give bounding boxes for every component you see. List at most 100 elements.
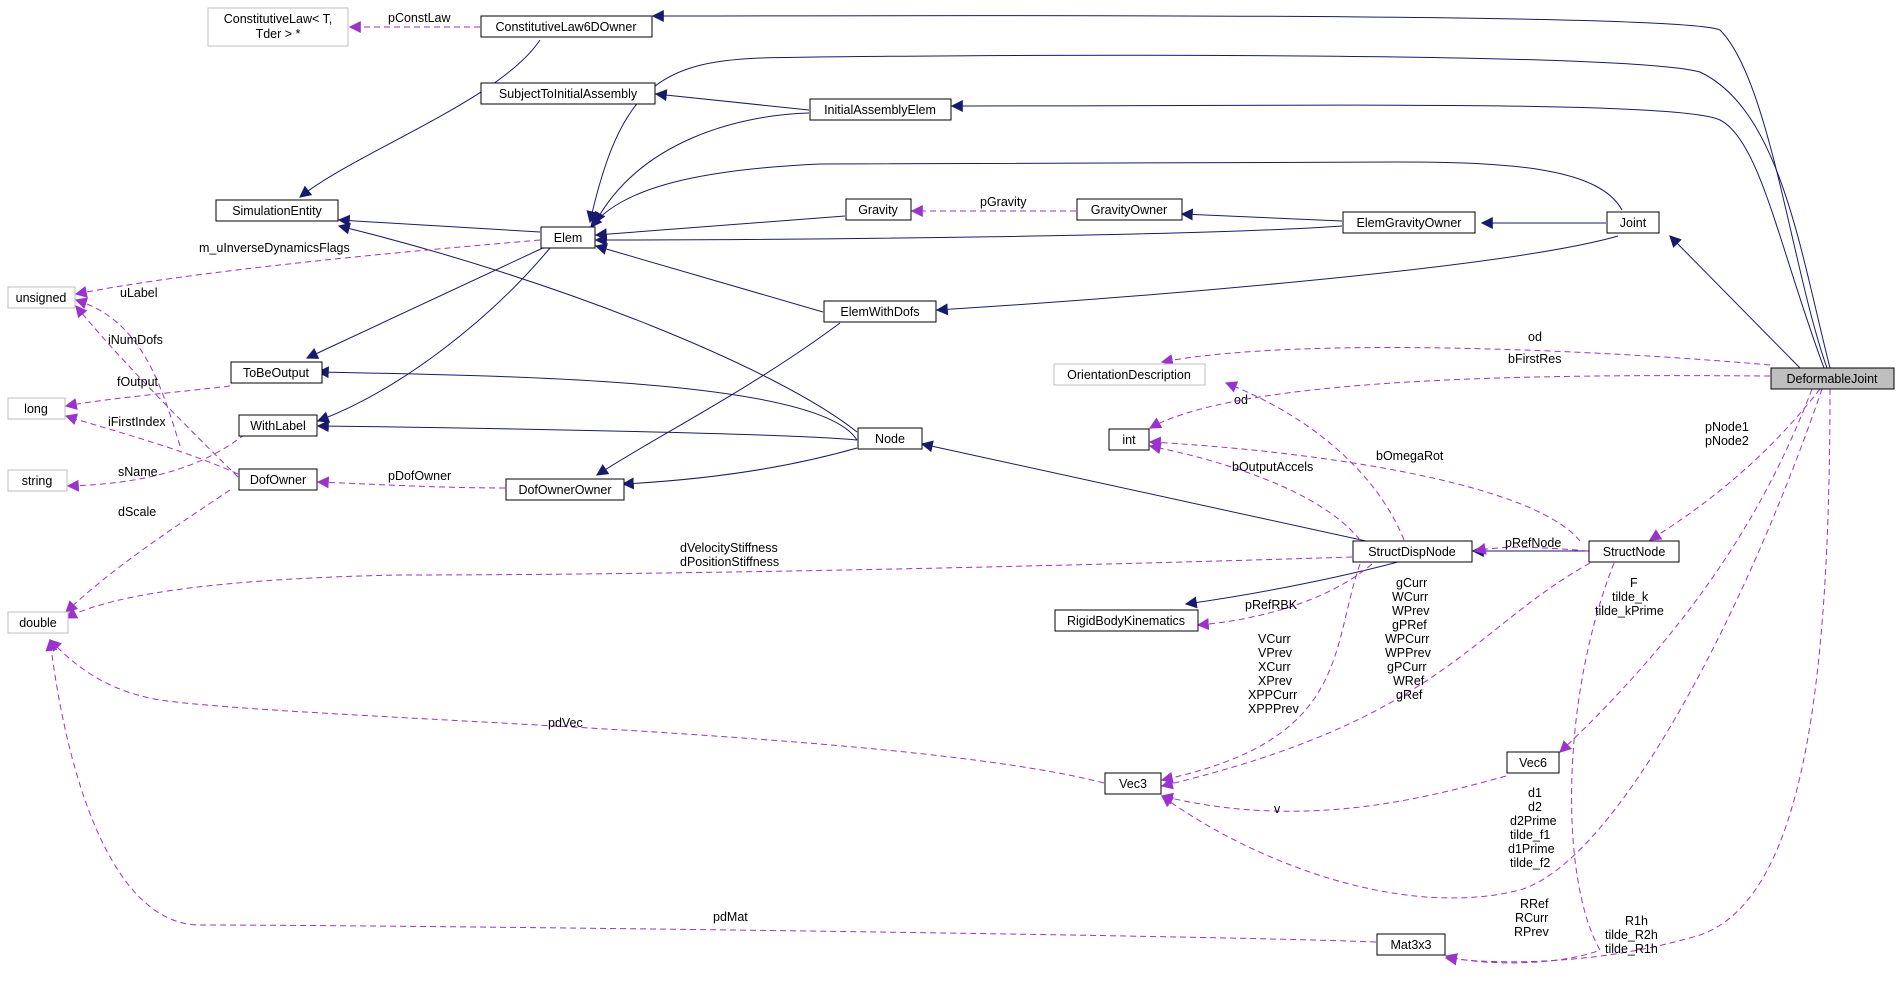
edge-ConstitutiveLaw6DOwner->DeformableJoint: [651, 9, 1828, 369]
edge-v: v: [1160, 775, 1507, 816]
edge-pdMat: pdMat: [45, 638, 1377, 943]
edge-label-tilde_R1h: tilde_R1h: [1605, 942, 1658, 956]
node-SubjectToInitialAssembly[interactable]: SubjectToInitialAssembly: [480, 82, 656, 105]
edge-label-bFirstRes: bFirstRes: [1508, 352, 1561, 366]
edge-fOutput: fOutput: [64, 375, 231, 410]
edge-Elem->Gravity: [594, 215, 846, 241]
edge-label-dPositionStiffness: dPositionStiffness: [680, 555, 779, 569]
edge-label-pDofOwner: pDofOwner: [388, 469, 451, 483]
edge-SimulationEntity->ConstitutiveLaw6DOwner: [299, 39, 541, 198]
node-long[interactable]: long: [7, 397, 66, 420]
edge-Elem->DeformableJoint: [586, 54, 1831, 369]
node-ConstitutiveLaw6DOwner[interactable]: ConstitutiveLaw6DOwner: [480, 15, 653, 38]
edge-label-tilde_f2: tilde_f2: [1510, 856, 1550, 870]
node-label: GravityOwner: [1091, 203, 1167, 217]
node-Vec6[interactable]: Vec6: [1506, 751, 1560, 774]
node-SimulationEntity[interactable]: SimulationEntity: [215, 199, 339, 222]
node-label: Elem: [554, 231, 582, 245]
edge-InitialAssemblyElem->DeformableJoint: [950, 99, 1825, 369]
node-Mat3x3[interactable]: Mat3x3: [1376, 933, 1446, 956]
node-OrientationDescription[interactable]: OrientationDescription: [1053, 363, 1206, 386]
node-StructNode[interactable]: StructNode: [1588, 540, 1680, 563]
edge-label-iFirstIndex: iFirstIndex: [108, 415, 166, 429]
node-Elem[interactable]: Elem: [540, 226, 596, 249]
node-RigidBodyKinematics[interactable]: RigidBodyKinematics: [1054, 609, 1199, 632]
node-InitialAssemblyElem[interactable]: InitialAssemblyElem: [809, 98, 952, 121]
node-Joint[interactable]: Joint: [1606, 211, 1660, 234]
edge-label-uLabel: uLabel: [120, 286, 158, 300]
edge-pGravity: pGravity: [910, 195, 1076, 217]
node-label: unsigned: [16, 291, 67, 305]
edge-label-tilde_k: tilde_k: [1612, 590, 1649, 604]
edge-label-F: F: [1630, 576, 1638, 590]
node-label: Mat3x3: [1391, 938, 1432, 952]
node-unsigned[interactable]: unsigned: [7, 286, 76, 309]
node-ElemGravityOwner[interactable]: ElemGravityOwner: [1342, 211, 1476, 234]
node-Vec3[interactable]: Vec3: [1104, 772, 1162, 795]
edge-label-fOutput: fOutput: [117, 375, 159, 389]
edge-label-d1: d1: [1528, 786, 1542, 800]
edge-label-d2Prime: d2Prime: [1510, 814, 1557, 828]
node-label: double: [19, 616, 57, 630]
node-DofOwner[interactable]: DofOwner: [238, 468, 318, 491]
node-label: ToBeOutput: [243, 366, 310, 380]
edge-label-RRef: RRef: [1520, 897, 1549, 911]
node-StructDispNode[interactable]: StructDispNode: [1352, 540, 1473, 563]
edge-label-XPPCurr: XPPCurr: [1248, 688, 1297, 702]
node-DofOwnerOwner[interactable]: DofOwnerOwner: [505, 478, 625, 501]
node-label: Gravity: [858, 203, 898, 217]
edge-d1: d1 d2 d2Prime tilde_f1 d1Prime tilde_f2: [1161, 388, 1823, 899]
edge-WithLabel->Node: [316, 420, 858, 441]
node-ToBeOutput[interactable]: ToBeOutput: [230, 361, 323, 384]
edge-label-WCurr: WCurr: [1392, 590, 1428, 604]
node-double[interactable]: double: [7, 611, 69, 634]
node-label: WithLabel: [250, 419, 306, 433]
node-ElemWithDofs[interactable]: ElemWithDofs: [823, 300, 937, 323]
edge-label-bOutputAccels: bOutputAccels: [1232, 460, 1313, 474]
edge-bOutputAccels: bOutputAccels: [1148, 442, 1361, 541]
node-ConstitutiveLaw[interactable]: ConstitutiveLaw< T, Tder > *: [207, 7, 349, 47]
edge-label-bOmegaRot: bOmegaRot: [1376, 449, 1444, 463]
edge-label-dScale: dScale: [118, 505, 156, 519]
edge-label-tilde_R2h: tilde_R2h: [1605, 928, 1658, 942]
edge-label-pdMat: pdMat: [713, 910, 748, 924]
node-label: Vec6: [1519, 756, 1547, 770]
edge-F: F tilde_k tilde_kPrime: [1559, 388, 1813, 753]
edge-dScale: dScale: [65, 489, 231, 613]
edge-label-R1h: R1h: [1625, 914, 1648, 928]
edge-label-pNode1: pNode1: [1705, 420, 1749, 434]
edge-bFirstRes: bFirstRes: [1148, 352, 1771, 429]
node-int[interactable]: int: [1108, 428, 1150, 451]
node-label: ElemGravityOwner: [1357, 216, 1462, 230]
edge-uLabel: uLabel: [74, 286, 181, 447]
edge-Joint->DeformableJoint: [1669, 235, 1801, 369]
node-label: StructNode: [1603, 545, 1666, 559]
node-label: SimulationEntity: [232, 204, 322, 218]
edge-SubjectToInitialAssembly->InitialAssemblyElem: [654, 89, 810, 111]
node-Node[interactable]: Node: [857, 427, 923, 450]
edge-pDofOwner: pDofOwner: [316, 469, 506, 489]
edge-bOmegaRot: bOmegaRot: [1148, 436, 1581, 542]
edge-label-RCurr: RCurr: [1515, 911, 1548, 925]
node-label: Joint: [1620, 216, 1647, 230]
edge-pConstLaw: pConstLaw: [348, 11, 480, 33]
edge-VCurr: VCurr VPrev XCurr XPrev XPPCurr XPPPrev: [1160, 563, 1361, 784]
node-DeformableJoint[interactable]: DeformableJoint: [1770, 367, 1895, 390]
node-Gravity[interactable]: Gravity: [845, 198, 912, 221]
edge-pdVec: pdVec: [49, 639, 1105, 784]
node-label: Tder > *: [256, 27, 301, 41]
edge-label-XCurr: XCurr: [1258, 660, 1291, 674]
node-WithLabel[interactable]: WithLabel: [238, 414, 318, 437]
edge-label-sName: sName: [118, 465, 158, 479]
edge-label-m_uInverseDynamicsFlags: m_uInverseDynamicsFlags: [199, 241, 350, 255]
node-string[interactable]: string: [7, 469, 68, 492]
node-label: ElemWithDofs: [840, 305, 919, 319]
node-GravityOwner[interactable]: GravityOwner: [1076, 198, 1183, 221]
edge-label-iNumDofs: iNumDofs: [108, 333, 163, 347]
edge-label-XPrev: XPrev: [1258, 674, 1293, 688]
edge-label-gPRef: gPRef: [1392, 618, 1427, 632]
node-label: ConstitutiveLaw< T,: [224, 12, 333, 26]
edge-R1h: R1h tilde_R2h tilde_R1h: [1444, 388, 1831, 966]
node-label: OrientationDescription: [1067, 368, 1191, 382]
